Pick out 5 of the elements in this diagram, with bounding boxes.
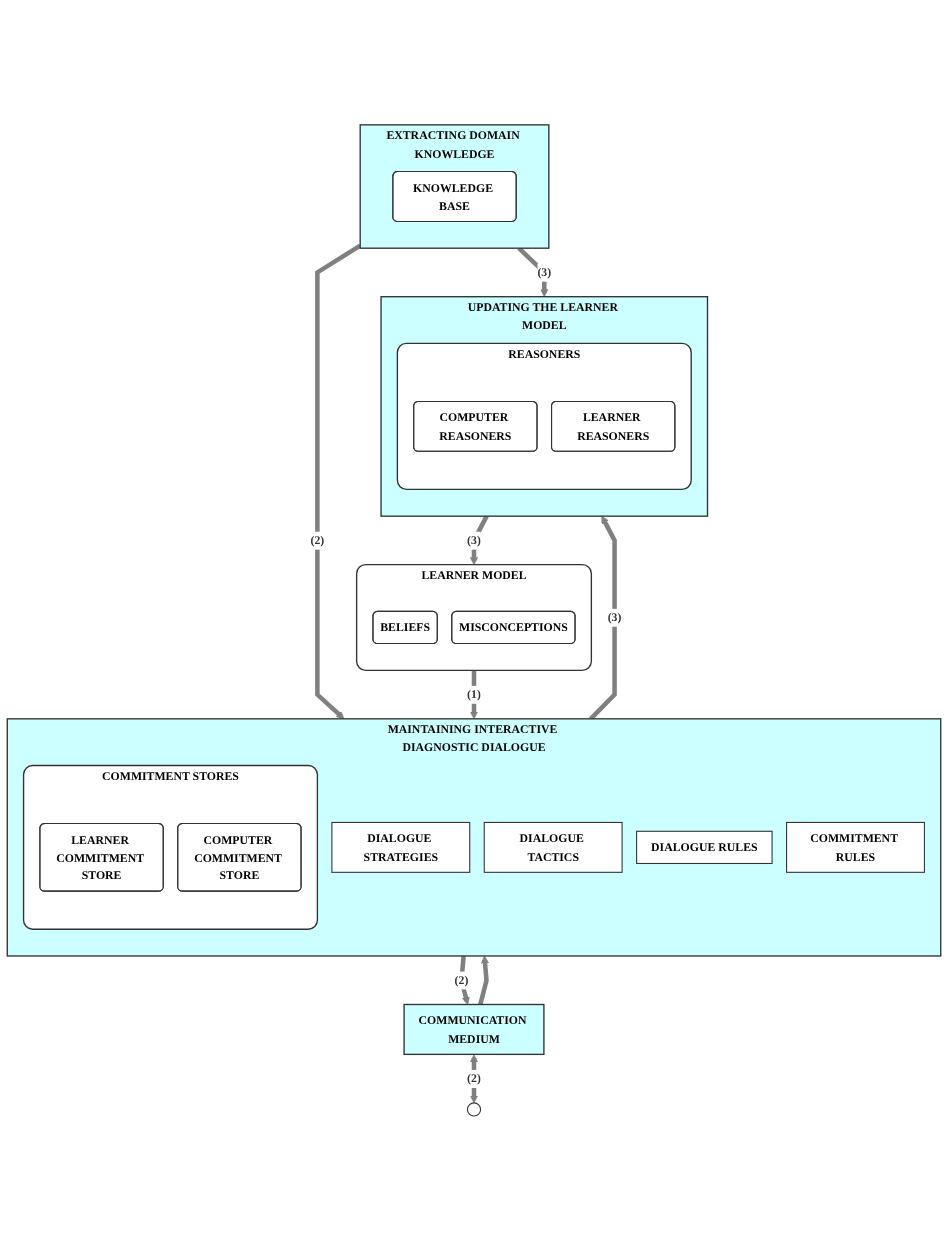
arrow bbox=[459, 955, 470, 1005]
arrow bbox=[478, 955, 489, 1006]
arrow bbox=[589, 515, 617, 721]
node-circle bbox=[466, 1102, 482, 1117]
arrow bbox=[315, 243, 362, 720]
